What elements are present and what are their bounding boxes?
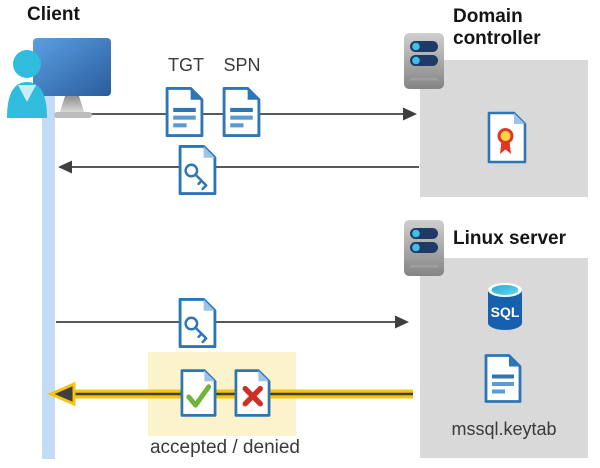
keytab-label: mssql.keytab bbox=[451, 419, 557, 439]
linux-server-label: Linux server bbox=[453, 228, 566, 249]
certificate-document-icon bbox=[486, 111, 528, 164]
result-label: accepted / denied bbox=[149, 437, 300, 458]
ticket-arrow-client-to-linux bbox=[56, 315, 409, 329]
result-arrow-linux-to-client bbox=[47, 381, 413, 407]
keytab-document-icon bbox=[483, 353, 523, 404]
key-document-icon bbox=[177, 297, 218, 349]
spn-label: SPN bbox=[223, 55, 261, 75]
cross-document-icon bbox=[233, 368, 272, 418]
client-lifeline bbox=[42, 94, 55, 459]
client-label: Client bbox=[27, 4, 80, 25]
server-icon bbox=[403, 32, 445, 90]
tgt-label: TGT bbox=[168, 55, 204, 75]
domain-controller-label: Domain controller bbox=[453, 6, 541, 49]
check-document-icon bbox=[179, 368, 218, 418]
server-icon bbox=[403, 219, 445, 277]
key-document-icon bbox=[177, 144, 218, 196]
sql-icon-text: SQL bbox=[491, 304, 520, 320]
response-arrow-dc-to-client bbox=[58, 160, 419, 174]
client-workstation-icon bbox=[5, 28, 115, 120]
spn-document-icon bbox=[221, 86, 262, 138]
sql-database-icon: SQL bbox=[486, 281, 524, 332]
tgt-document-icon bbox=[164, 86, 205, 138]
